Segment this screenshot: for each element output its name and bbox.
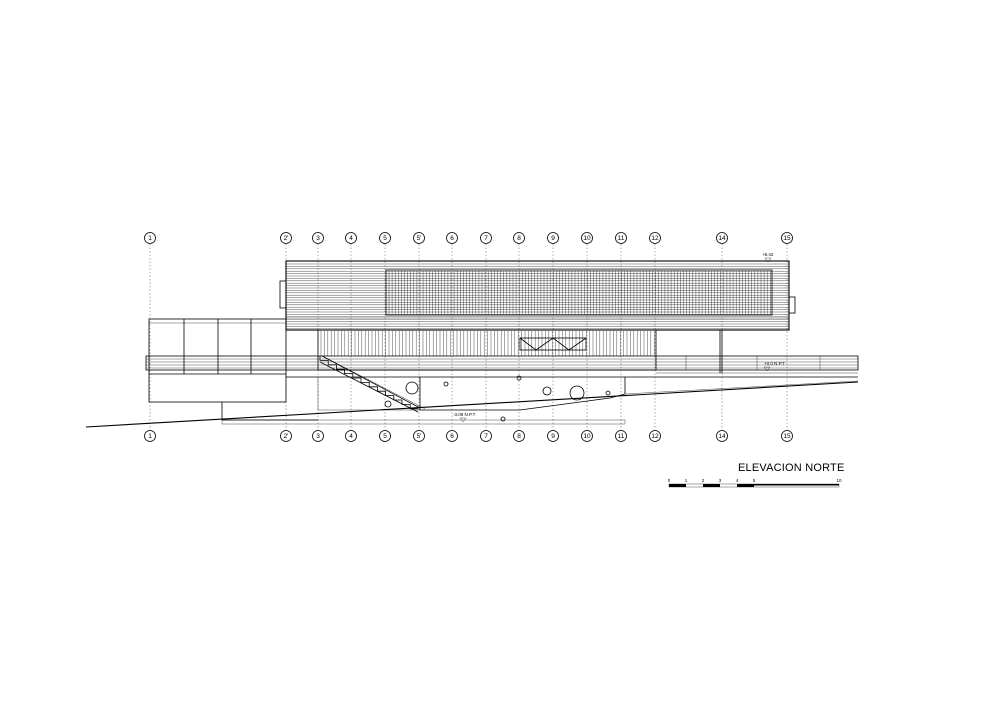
axis-label: 2' xyxy=(284,235,289,242)
axis-bubble-8: 8 xyxy=(513,232,525,244)
axis-bubble-10: 10 xyxy=(581,430,593,442)
axis-label: 5 xyxy=(383,235,387,242)
axis-bubble-7: 7 xyxy=(480,430,492,442)
upper-window-band xyxy=(385,269,773,316)
axis-label: 15 xyxy=(783,235,791,242)
axis-label: 1 xyxy=(148,235,152,242)
axis-label: 4 xyxy=(349,235,353,242)
axis-bubble-1: 1 xyxy=(144,232,156,244)
axis-label: 2' xyxy=(284,433,289,440)
axis-label: 7 xyxy=(484,433,488,440)
axis-bubbles-bottom: 1 2' 3 4 5 5' 6 7 8 9 10 11 12 14 15 xyxy=(144,430,793,442)
axis-label: 10 xyxy=(583,433,591,440)
round-window xyxy=(405,381,419,395)
axis-label: 15 xyxy=(783,433,791,440)
axis-label: 3 xyxy=(316,235,320,242)
axis-bubble-3: 3 xyxy=(312,430,324,442)
axis-bubble-12: 12 xyxy=(649,232,661,244)
axis-bubble-5: 5 xyxy=(379,430,391,442)
axis-bubble-8: 8 xyxy=(513,430,525,442)
axis-label: 8 xyxy=(517,433,521,440)
axis-bubble-5: 5 xyxy=(379,232,391,244)
axis-bubble-14: 14 xyxy=(716,232,728,244)
axis-bubble-6: 6 xyxy=(446,430,458,442)
axis-bubble-1: 1 xyxy=(144,430,156,442)
axis-bubble-12: 12 xyxy=(649,430,661,442)
exterior-stair xyxy=(319,355,426,413)
scale-label: 1 xyxy=(685,478,688,483)
scale-label: 2 xyxy=(702,478,705,483)
axis-label: 5 xyxy=(383,433,387,440)
axis-label: 4 xyxy=(349,433,353,440)
axis-label: 11 xyxy=(618,235,625,242)
axis-label: 11 xyxy=(618,433,625,440)
axis-label: 1 xyxy=(148,433,152,440)
left-glass-volume xyxy=(148,318,318,421)
axis-bubble-15: 15 xyxy=(781,430,793,442)
axis-bubble-9: 9 xyxy=(547,232,559,244)
axis-bubble-9: 9 xyxy=(547,430,559,442)
axis-label: 5' xyxy=(417,235,422,242)
axis-label: 9 xyxy=(551,235,555,242)
ground-line xyxy=(85,381,859,428)
axis-label: 14 xyxy=(718,433,726,440)
axis-bubble-5': 5' xyxy=(413,232,425,244)
svg-text:-3.08 N.P.T: -3.08 N.P.T xyxy=(453,412,476,417)
middle-band-slats xyxy=(320,331,655,356)
axis-label: 9 xyxy=(551,433,555,440)
axis-label: 12 xyxy=(651,433,659,440)
middle-band xyxy=(317,329,723,373)
upper-volume xyxy=(279,260,796,331)
axis-label: 6 xyxy=(450,433,454,440)
scale-bar: 0 1 2 3 4 5 10 xyxy=(668,478,842,488)
axis-bubble-4: 4 xyxy=(345,430,357,442)
axis-label: 7 xyxy=(484,235,488,242)
upper-window-mullions xyxy=(388,271,771,314)
axis-bubble-2': 2' xyxy=(280,232,292,244)
axis-bubble-3: 3 xyxy=(312,232,324,244)
svg-text:+8.42: +8.42 xyxy=(762,252,774,257)
right-fin xyxy=(788,296,796,314)
axis-label: 10 xyxy=(583,235,591,242)
scale-label: 0 xyxy=(668,478,671,483)
upper-volume-cladding xyxy=(286,263,789,329)
axis-label: 3 xyxy=(316,433,320,440)
svg-text:+0.0 N.P.T: +0.0 N.P.T xyxy=(764,361,785,366)
axis-bubbles-top: 1 2' 3 4 5 5' 6 7 8 9 10 11 12 14 15 xyxy=(144,232,793,244)
axis-bubble-5': 5' xyxy=(413,430,425,442)
axis-label: 5' xyxy=(417,433,422,440)
level-marker-entry: +0.0 N.P.T xyxy=(763,361,785,372)
axis-label: 12 xyxy=(651,235,659,242)
scale-label: 5 xyxy=(753,478,756,483)
axis-bubble-6: 6 xyxy=(446,232,458,244)
axis-bubble-2': 2' xyxy=(280,430,292,442)
level-marker-top: +8.42 xyxy=(762,252,774,263)
axis-label: 6 xyxy=(450,235,454,242)
floor-slab xyxy=(145,355,859,378)
axis-bubble-7: 7 xyxy=(480,232,492,244)
axis-bubble-11: 11 xyxy=(615,430,627,442)
scale-label: 10 xyxy=(836,478,842,483)
axis-label: 8 xyxy=(517,235,521,242)
left-fin xyxy=(279,280,287,309)
axis-bubble-11: 11 xyxy=(615,232,627,244)
axis-bubble-14: 14 xyxy=(716,430,728,442)
axis-label: 14 xyxy=(718,235,726,242)
plinth xyxy=(221,375,859,425)
axis-bubble-4: 4 xyxy=(345,232,357,244)
drawing-title: ELEVACION NORTE xyxy=(738,462,845,474)
level-marker-lower: -3.08 N.P.T xyxy=(453,412,476,423)
axis-bubble-10: 10 xyxy=(581,232,593,244)
scale-label: 4 xyxy=(736,478,739,483)
scale-label: 3 xyxy=(719,478,722,483)
axis-bubble-15: 15 xyxy=(781,232,793,244)
